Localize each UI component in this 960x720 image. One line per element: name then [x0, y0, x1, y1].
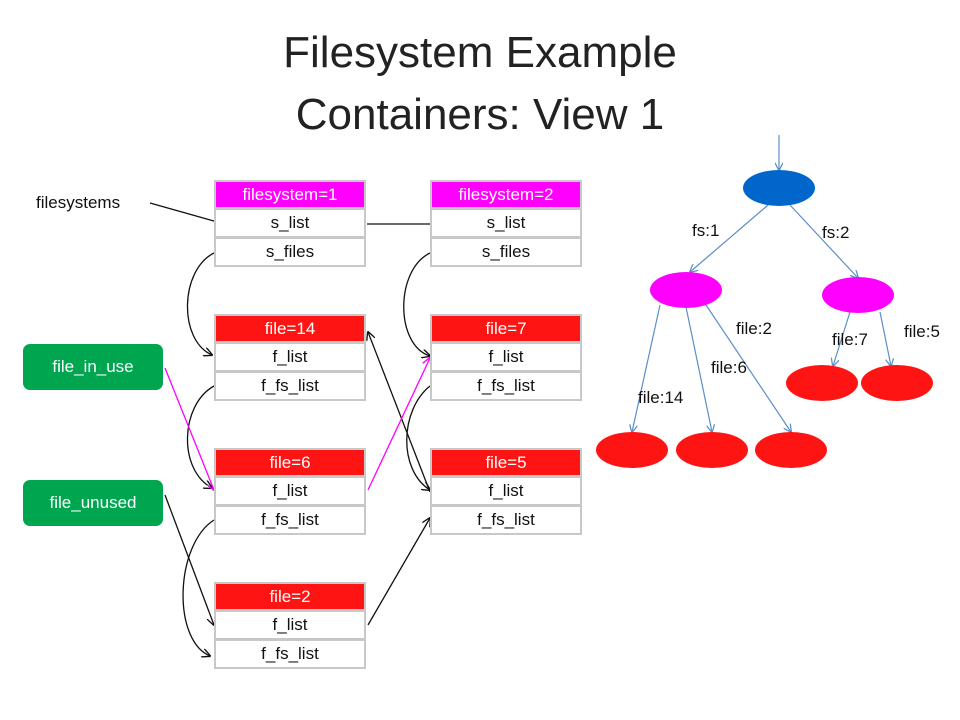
tree-edge-fs1 — [690, 204, 769, 272]
arrow-file6-to-file7 — [367, 358, 430, 491]
tree-node-fs1 — [650, 272, 722, 308]
arrow-file2-to-file5 — [367, 518, 430, 626]
arrow-file5-to-file14 — [368, 332, 431, 493]
tree-root-node — [743, 170, 815, 206]
box-row-f-fs-list: f_fs_list — [216, 370, 364, 399]
arrow-in-use-to-file6 — [164, 367, 214, 490]
box-header: file=5 — [432, 450, 580, 475]
box-row-f-fs-list: f_fs_list — [432, 370, 580, 399]
filesystems-label: filesystems — [36, 193, 121, 212]
box-header: file=6 — [216, 450, 364, 475]
arrow-fs2-files-to-file7 — [403, 252, 430, 356]
box-row-f-fs-list: f_fs_list — [216, 504, 364, 533]
tree-edge-file14 — [632, 304, 661, 432]
box-row-f-list: f_list — [216, 609, 364, 638]
tree-edge-file7 — [833, 311, 851, 366]
tree-leaf-file5 — [861, 365, 933, 401]
tree-leaf-file6 — [676, 432, 748, 468]
file-6-box: file=6 f_list f_fs_list — [214, 448, 366, 535]
arrow-file6-fs-to-file2 — [182, 519, 215, 656]
tree-leaf-file2 — [755, 432, 827, 468]
tree-leaf-file7 — [786, 365, 858, 401]
box-row-f-list: f_list — [216, 341, 364, 370]
file-14-box: file=14 f_list f_fs_list — [214, 314, 366, 401]
tree-node-fs2 — [822, 277, 894, 313]
box-row-f-fs-list: f_fs_list — [432, 504, 580, 533]
box-header: file=14 — [216, 316, 364, 341]
box-header: filesystem=2 — [432, 182, 580, 207]
arrow-fs1-files-to-file14 — [186, 252, 215, 355]
filesystem-2-box: filesystem=2 s_list s_files — [430, 180, 582, 267]
box-row-s-list: s_list — [216, 207, 364, 236]
tree-label-file5: file:5 — [904, 322, 940, 341]
arrow-file14-fs-to-file6 — [186, 385, 215, 488]
file-in-use-pill: file_in_use — [23, 344, 163, 390]
file-7-box: file=7 f_list f_fs_list — [430, 314, 582, 401]
box-row-s-files: s_files — [432, 236, 580, 265]
box-row-f-list: f_list — [216, 475, 364, 504]
filesystem-1-box: filesystem=1 s_list s_files — [214, 180, 366, 267]
tree-label-fs1: fs:1 — [692, 221, 719, 240]
tree-label-file2: file:2 — [736, 319, 772, 338]
file-2-box: file=2 f_list f_fs_list — [214, 582, 366, 669]
box-header: filesystem=1 — [216, 182, 364, 207]
tree-edge-file5 — [879, 311, 891, 366]
box-row-f-list: f_list — [432, 341, 580, 370]
tree-edge-file2 — [703, 301, 791, 432]
arrow-file7-fs-to-file5 — [406, 385, 430, 490]
box-row-s-list: s_list — [432, 207, 580, 236]
tree-edge-fs2 — [789, 204, 858, 278]
arrow-unused-to-file2 — [164, 494, 214, 625]
tree-label-file6: file:6 — [711, 358, 747, 377]
tree-edge-file6 — [685, 306, 712, 432]
tree-label-fs2: fs:2 — [822, 223, 849, 242]
box-row-f-fs-list: f_fs_list — [216, 638, 364, 667]
box-header: file=2 — [216, 584, 364, 609]
tree-label-file14: file:14 — [638, 388, 683, 407]
tree-leaf-file14 — [596, 432, 668, 468]
tree-label-file7: file:7 — [832, 330, 868, 349]
box-row-s-files: s_files — [216, 236, 364, 265]
box-header: file=7 — [432, 316, 580, 341]
title-line-1: Filesystem Example — [283, 28, 677, 77]
file-5-box: file=5 f_list f_fs_list — [430, 448, 582, 535]
title-line-2: Containers: View 1 — [295, 90, 665, 139]
box-row-f-list: f_list — [432, 475, 580, 504]
file-unused-pill: file_unused — [23, 480, 163, 526]
